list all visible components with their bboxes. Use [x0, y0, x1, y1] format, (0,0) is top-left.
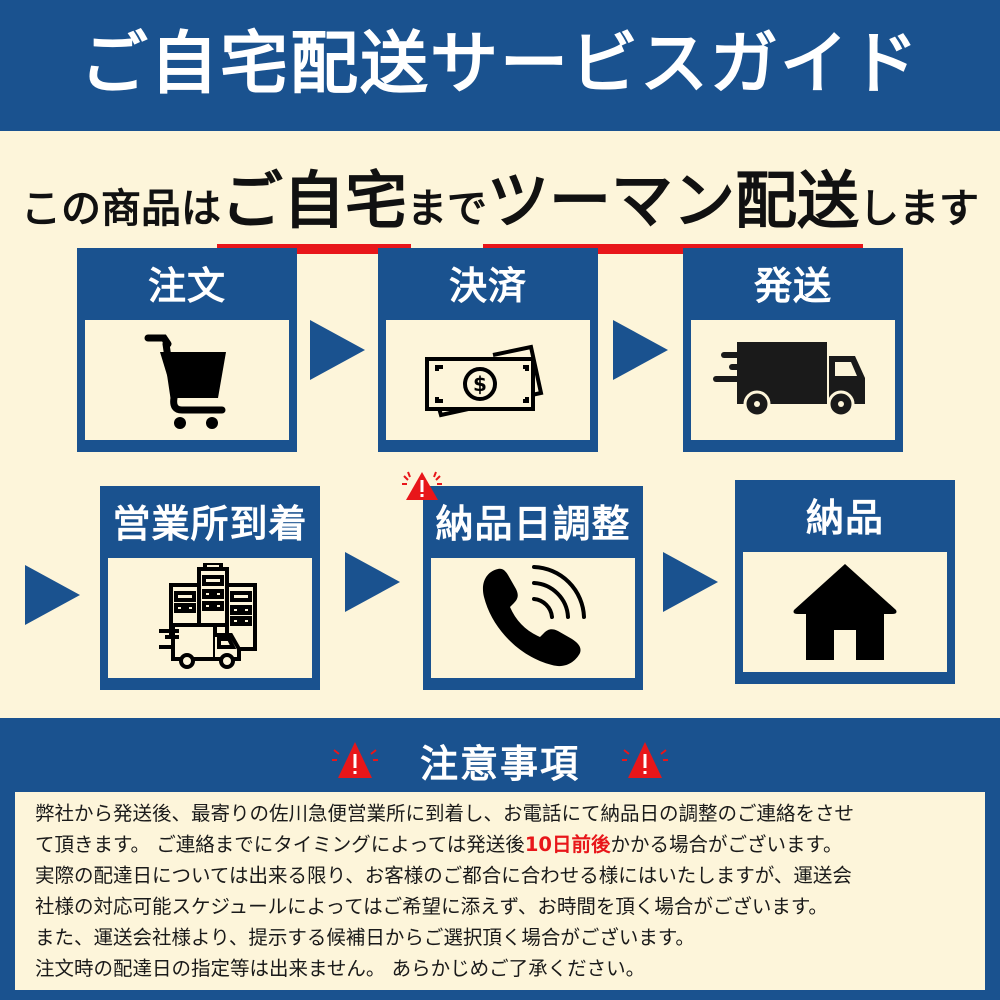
- step-icon-panel: $: [386, 320, 590, 440]
- step-label: 注文: [147, 264, 226, 308]
- flow-arrow: [345, 552, 400, 612]
- house-icon: [793, 564, 897, 660]
- subtitle: この商品はご自宅までツーマン配送します: [0, 150, 1000, 254]
- subtitle-emphasis-home: ご自宅: [216, 150, 411, 254]
- delivery-truck-icon: [713, 342, 865, 418]
- subtitle-part-3: します: [859, 186, 980, 232]
- flow-arrow: [25, 565, 80, 625]
- notice-line: 社様の対応可能スケジュールによってはご希望に添えず、お時間を頂く場合がございます…: [35, 895, 828, 918]
- step-icon-panel: [85, 320, 289, 440]
- notice-header: 注意事項: [0, 730, 1000, 790]
- warning-icon: [331, 742, 378, 778]
- step-icon-panel: [431, 558, 635, 678]
- emphasis-text: ツーマン配送: [487, 164, 860, 237]
- notice-line: 注文時の配達日の指定等は出来ません。 あらかじめご了承ください。: [35, 957, 646, 980]
- notice-text: て頂きます。 ご連絡までにタイミングによっては発送後: [35, 833, 525, 856]
- subtitle-part-1: この商品は: [20, 186, 221, 232]
- phone-call-icon: [482, 565, 586, 667]
- warning-icon: [622, 742, 668, 778]
- step-payment: 決済 $: [378, 248, 598, 452]
- banknote-icon: $: [425, 344, 544, 418]
- title-banner: ご自宅配送サービスガイド: [0, 0, 1000, 131]
- page-title: ご自宅配送サービスガイド: [79, 25, 920, 104]
- red-underline: [483, 244, 864, 254]
- step-label: 納品: [805, 496, 884, 540]
- notice-line: また、運送会社様より、提示する候補日からご選択頂く場合がございます。: [35, 926, 695, 949]
- notice-text: かかる場合がございます。: [610, 833, 843, 856]
- step-shipping: 発送: [683, 248, 903, 452]
- flow-arrow: [613, 320, 668, 380]
- step-icon-panel: [691, 320, 895, 440]
- subtitle-emphasis-two-man: ツーマン配送: [483, 150, 864, 254]
- shopping-cart-icon: [144, 334, 226, 429]
- flow-arrow: [310, 320, 365, 380]
- step-delivery: 納品: [735, 480, 955, 684]
- step-branch-arrival: 営業所到着: [100, 486, 320, 690]
- notice-title: 注意事項: [419, 741, 580, 786]
- notice-line: 実際の配達日については出来る限り、お客様のご都合に合わせる様にはいたしますが、運…: [35, 864, 852, 887]
- step-label: 発送: [753, 264, 832, 308]
- highlight-duration: 10日前後: [524, 833, 611, 856]
- notice-line: 弊社から発送後、最寄りの佐川急便営業所に到着し、お電話にて納品日の調整のご連絡を…: [35, 802, 855, 825]
- office-building-truck-icon: [159, 563, 257, 669]
- flow-arrow: [663, 552, 718, 612]
- step-label: 営業所到着: [112, 502, 308, 546]
- warning-icon: [402, 471, 442, 500]
- emphasis-text: ご自宅: [220, 164, 407, 237]
- notice-line: て頂きます。 ご連絡までにタイミングによっては発送後10日前後かかる場合がござい…: [35, 829, 965, 860]
- notice-body: 弊社から発送後、最寄りの佐川急便営業所に到着し、お電話にて納品日の調整のご連絡を…: [15, 792, 985, 990]
- svg-text:$: $: [473, 372, 487, 396]
- step-label: 納品日調整: [435, 502, 631, 546]
- red-underline: [216, 244, 411, 254]
- step-order: 注文: [77, 248, 297, 452]
- step-label: 決済: [448, 264, 527, 308]
- step-icon-panel: [108, 558, 312, 678]
- subtitle-part-2: まで: [407, 186, 487, 232]
- step-icon-panel: [743, 552, 947, 672]
- step-delivery-date-adjustment: 納品日調整: [423, 486, 643, 690]
- notice-section: 注意事項 弊社から発送後、最寄りの佐川急便営業所に到着し、お電話にて納品日の調整…: [0, 718, 1000, 1000]
